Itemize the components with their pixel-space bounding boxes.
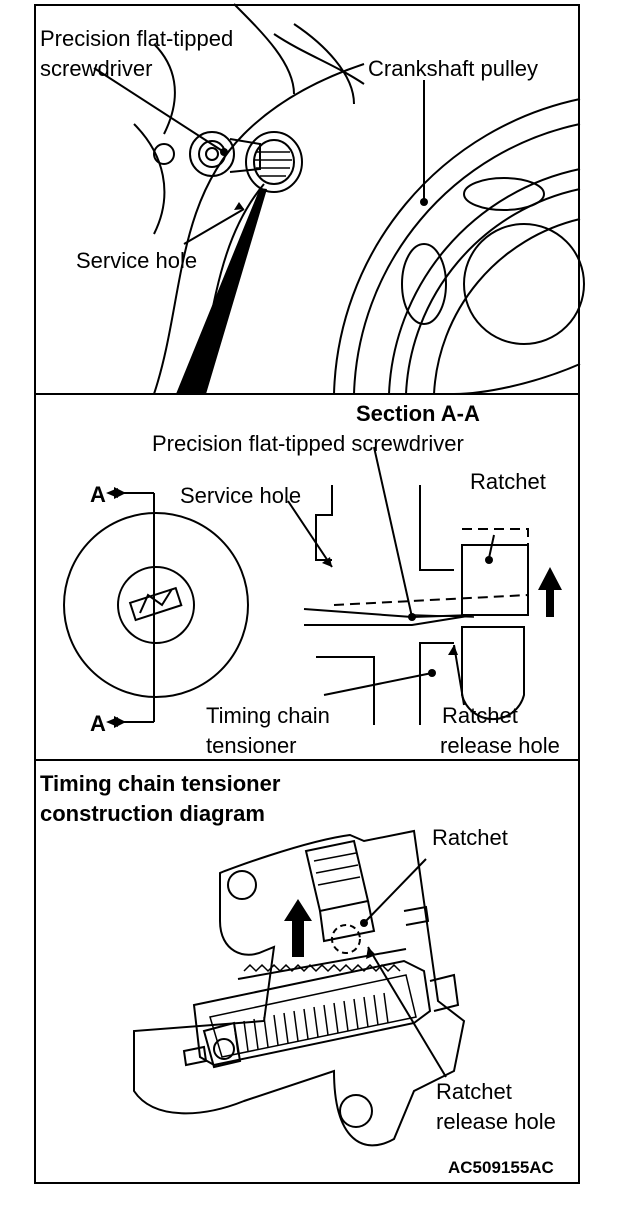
diagram-title-line1: Timing chain tensioner [40,771,281,796]
section-marker-top: A [90,482,106,507]
section-a-a-illustration [63,446,562,728]
figure-code: AC509155AC [448,1158,554,1177]
panel-construction-diagram: Timing chain tensioner construction diag… [34,761,580,1182]
ratchet-label: Ratchet [432,825,508,850]
service-hole-label: Service hole [76,248,198,273]
section-indicator-wedge [176,188,267,394]
service-hole-illustration [93,3,585,395]
panel-divider-2 [34,759,580,761]
tensioner-construction-illustration [133,829,466,1147]
screwdriver-label-line2: screwdriver [40,56,153,81]
diagram-title-line2: construction diagram [40,801,265,826]
up-arrow-icon [284,899,312,957]
ratchet-label: Ratchet [470,469,546,494]
up-arrow-icon [538,567,562,617]
panel-section-a-a: Section A-A Precision flat-tipped screwd… [34,395,580,759]
panel-divider-1 [34,393,580,395]
figure-frame [34,4,580,1184]
release-hole-label-line2: release hole [440,733,560,758]
screwdriver-label: Precision flat-tipped screwdriver [152,431,464,456]
tensioner-label-line2: tensioner [206,733,297,758]
service-hole-label: Service hole [180,483,302,508]
crankshaft-pulley-label: Crankshaft pulley [368,56,538,81]
release-hole-label-line2: release hole [436,1109,556,1134]
section-title: Section A-A [356,401,480,426]
release-hole-label-line1: Ratchet [436,1079,512,1104]
release-hole-label-line1: Ratchet [442,703,518,728]
panel-service-hole-view: Precision flat-tipped screwdriver Cranks… [34,3,585,395]
section-marker-bottom: A [90,711,106,736]
tensioner-label-line1: Timing chain [206,703,330,728]
screwdriver-label-line1: Precision flat-tipped [40,26,234,51]
